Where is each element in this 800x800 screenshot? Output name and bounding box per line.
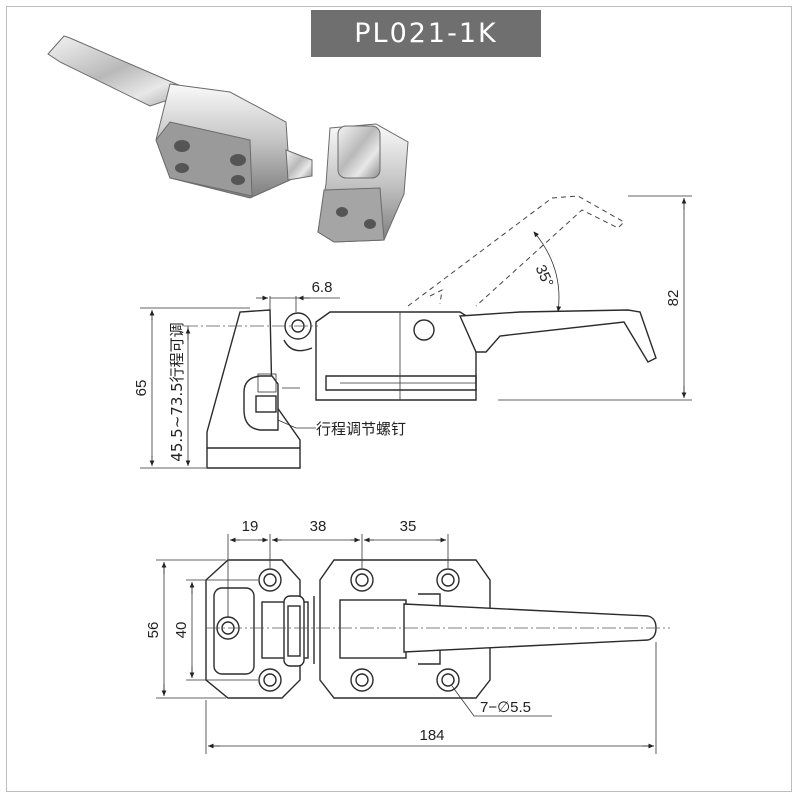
dim-angle: 35° (532, 262, 557, 290)
dim-65: 65 (133, 380, 150, 397)
dim-19: 19 (242, 518, 259, 535)
dim-adjust-range: 45.5~73.5行程可调 (168, 322, 186, 461)
dim-holes: 7−∅5.5 (480, 699, 531, 716)
dim-6-8: 6.8 (312, 279, 333, 296)
side-view (140, 195, 692, 469)
dim-40: 40 (173, 622, 190, 639)
latch-photo (47, 35, 313, 199)
top-view (156, 534, 670, 754)
dim-184: 184 (419, 727, 444, 744)
drawing-frame (6, 6, 792, 792)
dim-56: 56 (145, 622, 162, 639)
dim-38: 38 (310, 518, 327, 535)
dim-82: 82 (665, 290, 682, 307)
strike-photo (317, 123, 409, 243)
dim-35: 35 (400, 518, 417, 535)
product-title: PL021-1K (311, 10, 541, 57)
screw-label: 行程调节螺钉 (316, 420, 406, 438)
